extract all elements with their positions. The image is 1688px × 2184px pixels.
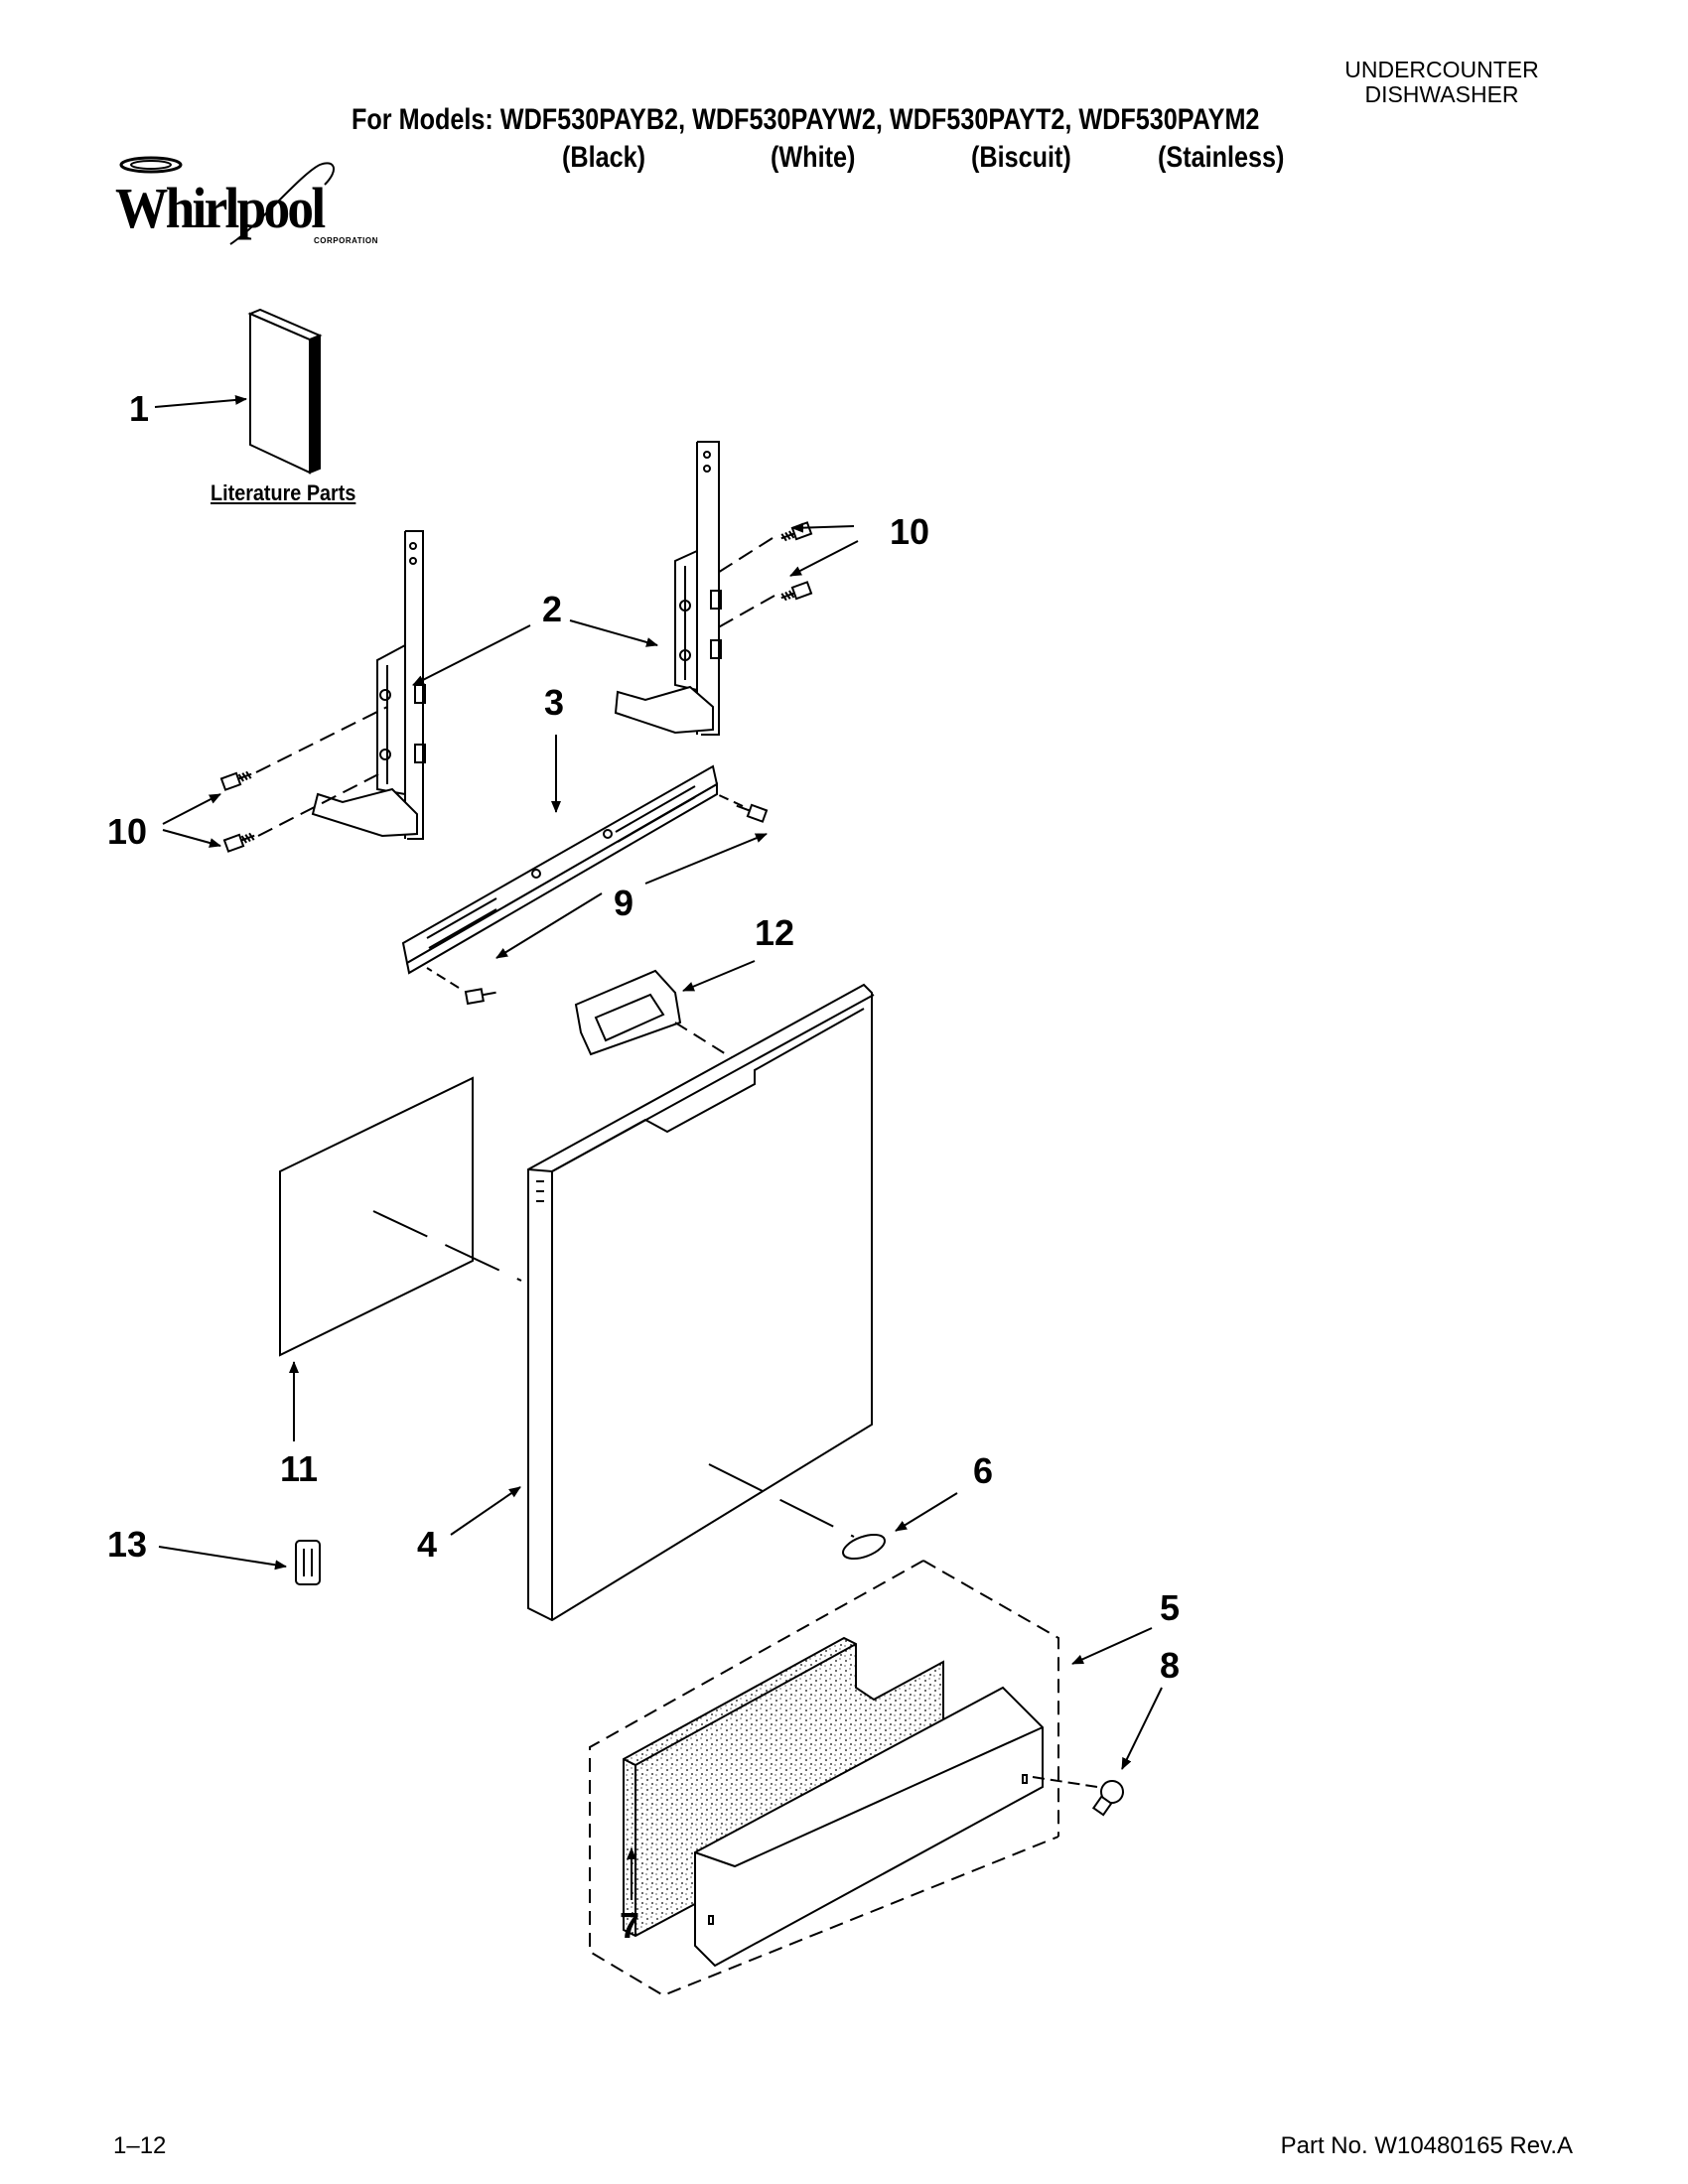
door-handle-part [574,969,682,1056]
callout-1: 1 [129,388,149,429]
callout-9: 9 [614,883,633,923]
callout-3: 3 [544,682,564,723]
product-type-line2: DISHWASHER [1364,81,1519,107]
callout-11: 11 [280,1448,318,1489]
callout-4: 4 [417,1524,437,1565]
color-label-biscuit: (Biscuit) [971,141,1071,174]
product-type-line1: UNDERCOUNTER [1344,57,1539,82]
brand-sub: CORPORATION [314,236,378,245]
mounting-rail-part [401,764,719,975]
callout-leaders [154,394,1163,1900]
insulation-sheet-part [279,1076,474,1357]
clip-part [295,1540,321,1585]
callout-13: 13 [107,1524,147,1565]
part-number: Part No. W10480165 Rev.A [1280,2132,1573,2159]
callout-2: 2 [542,589,562,629]
whirlpool-logo-swirl [119,156,335,245]
brand-name: Whirlpool [115,176,326,240]
page-number: 1–12 [113,2132,167,2159]
callout-10-right: 10 [890,511,929,552]
toe-panel-part [694,1686,1044,1968]
hinge-bracket-right-part [614,441,722,736]
literature-booklet-part [247,308,323,475]
callout-10-left: 10 [107,811,147,852]
toe-panel-assembly-box [589,1560,1059,1997]
callout-7: 7 [620,1905,639,1946]
hinge-screws-part [219,521,813,853]
hinge-bracket-left-part [311,530,426,840]
color-label-stainless: (Stainless) [1158,141,1285,174]
rail-screws-part [464,803,769,1006]
callout-6: 6 [973,1450,993,1491]
callout-5: 5 [1160,1587,1180,1628]
outer-door-panel-part [527,983,875,1622]
models-line: For Models: WDF530PAYB2, WDF530PAYW2, WD… [352,103,1260,136]
callout-8: 8 [1160,1645,1180,1686]
callout-12: 12 [755,912,794,953]
product-type: UNDERCOUNTER DISHWASHER [1313,58,1571,107]
literature-parts-label: Literature Parts [211,480,356,505]
screw-leader-lines [255,537,775,837]
color-label-white: (White) [771,141,856,174]
color-label-black: (Black) [562,141,646,174]
toe-panel-screw-part [1091,1780,1124,1817]
badge-part [842,1533,886,1561]
